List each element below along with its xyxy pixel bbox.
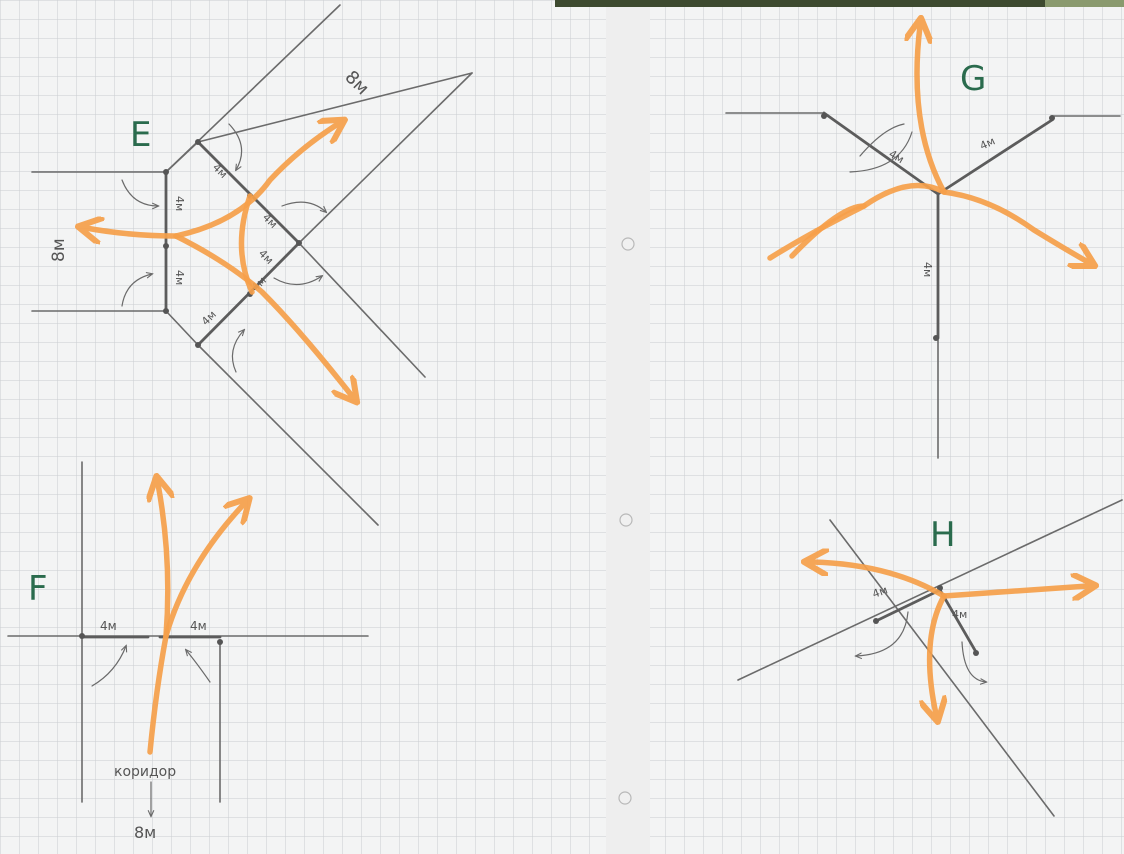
diagram-h: H 4м 4м <box>737 499 1123 817</box>
photo-background-corner <box>555 0 1124 7</box>
diagram-f-label-corridor: коридор <box>114 764 176 780</box>
diagram-f-label-8m: 8м <box>134 823 156 842</box>
left-sheet <box>0 0 606 854</box>
right-sheet <box>650 0 1124 854</box>
diagram-g-label-4m: 4м <box>978 134 997 152</box>
diagram-f-label-4m-right: 4м <box>190 619 207 633</box>
diagram-g-label-4m: 4м <box>921 262 934 277</box>
diagram-f: F 4м 4м коридор 8м <box>7 461 369 842</box>
diagram-g-letter: G <box>960 59 986 99</box>
diagram-e-label-4m: 4м <box>173 196 186 211</box>
diagram-f-label-4m-left: 4м <box>100 619 117 633</box>
punch-hole <box>619 513 633 527</box>
punch-hole <box>618 791 632 805</box>
punch-hole <box>621 237 635 251</box>
diagram-h-routes <box>812 562 1088 714</box>
diagram-e-routes <box>86 124 352 396</box>
diagram-f-routes <box>150 484 244 755</box>
diagram-f-letter: F <box>28 569 48 609</box>
diagram-g: G 4м 4м 4м <box>725 26 1121 459</box>
diagram-h-letter: H <box>930 515 956 555</box>
diagram-g-routes <box>767 26 1088 262</box>
binder-gap <box>606 0 650 854</box>
door-swing-arrows <box>121 123 326 373</box>
diagram-h-label-4m-right: 4м <box>952 608 967 621</box>
diagram-e-label-8m-left: 8м <box>49 238 69 262</box>
diagram-e-letter: E <box>130 115 151 155</box>
diagram-e: E <box>31 4 473 526</box>
diagram-e-label-4m: 4м <box>173 270 186 285</box>
diagram-h-label-4m-left: 4м <box>871 583 890 600</box>
